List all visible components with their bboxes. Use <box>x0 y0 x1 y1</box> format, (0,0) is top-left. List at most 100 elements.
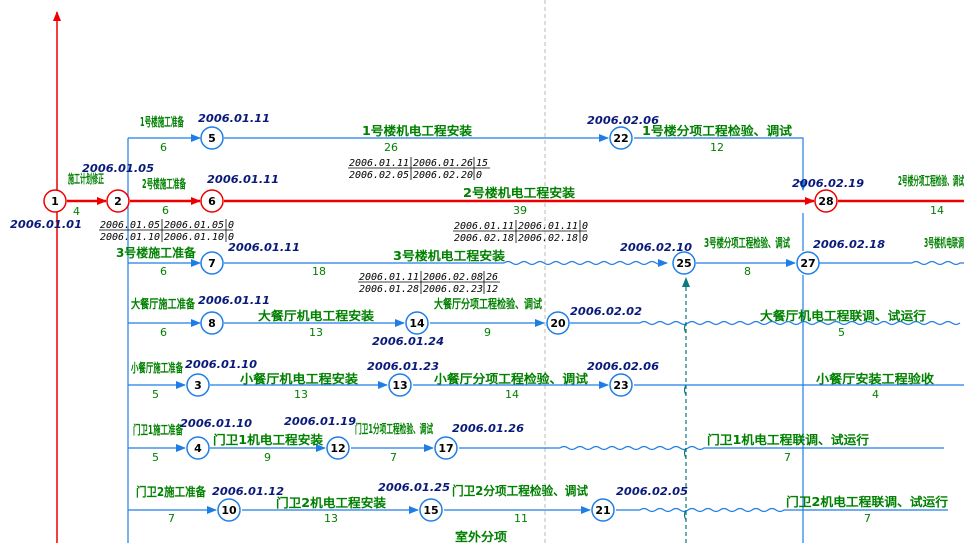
svg-text:2006.02.20: 2006.02.20 <box>413 170 473 181</box>
event-date: 2006.02.06 <box>587 114 659 127</box>
svg-text:2006.01.26: 2006.01.26 <box>413 158 473 169</box>
task-name: 3号楼施工准备 <box>116 245 197 260</box>
task-duration: 5 <box>838 326 845 339</box>
link-20-out-wave <box>639 320 961 326</box>
node-17[interactable]: 17 <box>434 436 458 460</box>
task-duration: 9 <box>484 326 491 339</box>
dep-dashed-bends <box>683 322 687 521</box>
svg-text:20: 20 <box>550 317 566 330</box>
node-8[interactable]: 8 <box>200 311 224 335</box>
svg-text:2006.01.10: 2006.01.10 <box>100 232 160 243</box>
svg-text:23: 23 <box>613 379 628 392</box>
svg-text:2006.01.05: 2006.01.05 <box>164 220 224 231</box>
svg-text:2006.02.18: 2006.02.18 <box>454 233 514 244</box>
event-date: 2006.02.18 <box>813 238 885 251</box>
node-4[interactable]: 4 <box>186 436 210 460</box>
link-27-out-wave <box>911 260 964 266</box>
svg-text:22: 22 <box>613 132 628 145</box>
svg-text:25: 25 <box>676 257 691 270</box>
task-name: 门卫2施工准备 <box>136 484 207 499</box>
node-27[interactable]: 27 <box>796 251 820 275</box>
task-name: 施工计划修正 <box>68 171 104 186</box>
svg-text:4: 4 <box>194 442 202 455</box>
event-date: 2006.01.12 <box>212 485 284 498</box>
event-date: 2006.02.19 <box>792 177 864 190</box>
link-7-25-wave <box>503 259 668 267</box>
event-date: 2006.01.11 <box>198 294 270 307</box>
date-layer: 2006.01.01 2006.01.05 2006.01.11 2006.01… <box>10 112 885 498</box>
svg-text:12: 12 <box>330 442 345 455</box>
svg-text:2006.01.05: 2006.01.05 <box>100 220 160 231</box>
task-name: 2号楼机电工程安装 <box>463 185 575 200</box>
node-25[interactable]: 25 <box>672 251 696 275</box>
task-duration: 6 <box>160 326 167 339</box>
node-3[interactable]: 3 <box>186 373 210 397</box>
task-duration: 7 <box>784 451 791 464</box>
svg-text:26: 26 <box>486 272 498 283</box>
task-name: 小餐厅分项工程检验、调试 <box>434 371 588 386</box>
event-date: 2006.01.10 <box>180 417 252 430</box>
svg-text:14: 14 <box>409 317 425 330</box>
svg-text:12: 12 <box>486 284 498 295</box>
task-duration: 26 <box>384 141 398 154</box>
event-date: 2006.01.10 <box>185 358 257 371</box>
time-param-table-b: 2006.01.11 2006.01.26 15 2006.02.05 2006… <box>348 157 490 181</box>
svg-text:27: 27 <box>800 257 815 270</box>
task-duration: 6 <box>162 204 169 217</box>
task-duration: 7 <box>864 512 871 525</box>
task-duration: 5 <box>152 451 159 464</box>
svg-text:15: 15 <box>476 158 488 169</box>
event-date: 2006.01.11 <box>228 241 300 254</box>
event-date: 2006.01.23 <box>367 360 439 373</box>
duration-layer: 4 6 6 6 6 5 5 7 26 12 39 14 18 8 13 9 5 … <box>73 141 944 525</box>
link-17-out-wave <box>559 445 944 451</box>
node-22[interactable]: 22 <box>609 126 633 150</box>
event-date: 2006.02.10 <box>620 241 692 254</box>
svg-text:1: 1 <box>51 195 59 208</box>
node-28[interactable]: 28 <box>814 189 838 213</box>
node-21[interactable]: 21 <box>591 498 615 522</box>
node-13[interactable]: 13 <box>388 373 412 397</box>
svg-text:2006.02.23: 2006.02.23 <box>423 284 483 295</box>
task-duration: 5 <box>152 388 159 401</box>
svg-text:2006.02.05: 2006.02.05 <box>349 170 409 181</box>
node-7[interactable]: 7 <box>200 251 224 275</box>
svg-text:2006.01.10: 2006.01.10 <box>164 232 224 243</box>
event-date: 2006.02.02 <box>570 305 642 318</box>
time-param-table-a: 2006.01.05 2006.01.05 0 2006.01.10 2006.… <box>99 219 234 243</box>
node-2[interactable]: 2 <box>106 189 130 213</box>
node-5[interactable]: 5 <box>200 126 224 150</box>
node-12[interactable]: 12 <box>326 436 350 460</box>
task-label-layer: 施工计划修正 1号楼施工准备 2号楼施工准备 3号楼施工准备 大餐厅施工准备 小… <box>68 114 964 543</box>
node-15[interactable]: 15 <box>419 498 443 522</box>
event-date: 2006.02.06 <box>587 360 659 373</box>
task-name: 1号楼施工准备 <box>140 114 185 129</box>
svg-text:2: 2 <box>114 195 122 208</box>
task-duration: 13 <box>324 512 338 525</box>
task-duration: 7 <box>168 512 175 525</box>
svg-text:0: 0 <box>582 221 588 232</box>
node-6[interactable]: 6 <box>200 189 224 213</box>
node-20[interactable]: 20 <box>546 311 570 335</box>
task-duration: 4 <box>73 205 80 218</box>
event-date: 2006.01.11 <box>198 112 270 125</box>
node-10[interactable]: 10 <box>217 498 241 522</box>
task-duration: 9 <box>264 451 271 464</box>
task-name: 3号楼机电工程安装 <box>393 248 505 263</box>
node-23[interactable]: 23 <box>609 373 633 397</box>
svg-text:0: 0 <box>582 233 588 244</box>
node-14[interactable]: 14 <box>405 311 429 335</box>
task-name: 3号楼分项工程检验、调试 <box>704 235 790 250</box>
task-duration: 18 <box>312 265 326 278</box>
node-1[interactable]: 1 <box>43 189 67 213</box>
event-date: 2006.01.11 <box>207 173 279 186</box>
task-name: 大餐厅机电工程联调、试运行 <box>760 308 926 323</box>
task-duration: 39 <box>513 204 527 217</box>
task-name: 1号楼机电工程安装 <box>362 123 472 138</box>
svg-text:10: 10 <box>221 504 237 517</box>
event-date: 2006.01.26 <box>452 422 524 435</box>
event-date: 2006.01.19 <box>284 415 356 428</box>
task-name: 小餐厅安装工程验收 <box>816 371 934 386</box>
svg-text:2006.01.28: 2006.01.28 <box>359 284 419 295</box>
task-name: 2号楼施工准备 <box>142 176 187 191</box>
